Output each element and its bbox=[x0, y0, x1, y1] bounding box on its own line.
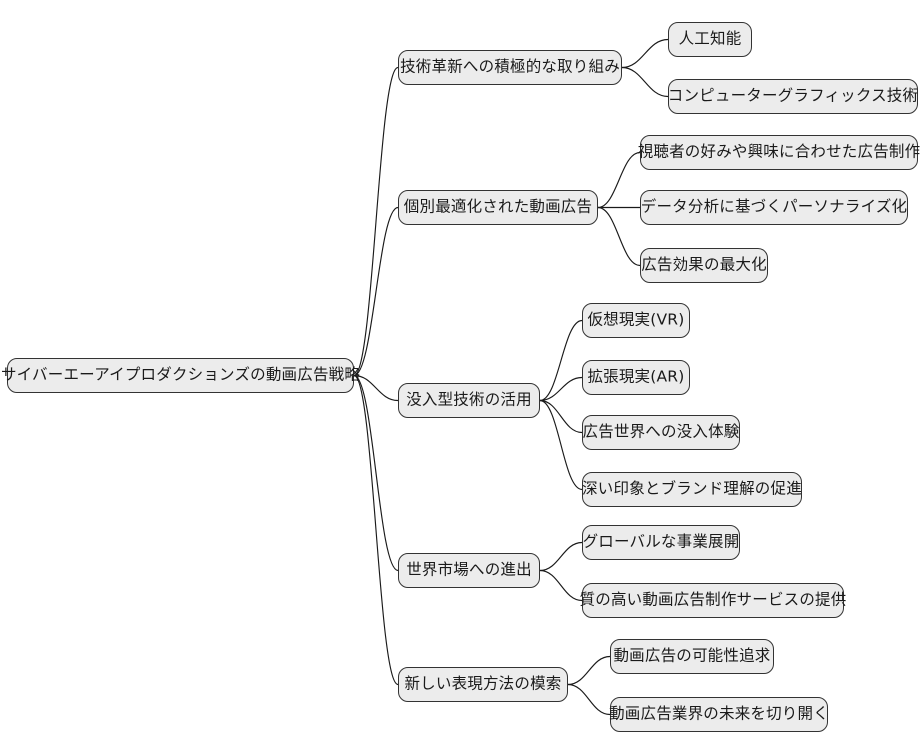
edge-root-to-branch-4 bbox=[353, 374, 399, 686]
branch-node-技術革新への積極的な取り組み[interactable]: 技術革新への積極的な取り組み bbox=[398, 50, 622, 85]
node-label: 動画広告業界の未来を切り開く bbox=[609, 704, 829, 723]
node-label: コンピューターグラフィックス技術 bbox=[667, 86, 919, 105]
node-label: サイバーエーアイプロダクションズの動画広告戦略 bbox=[0, 365, 361, 384]
node-label: 仮想現実(VR) bbox=[587, 310, 685, 329]
node-label: 深い印象とブランド理解の促進 bbox=[582, 479, 802, 498]
node-label: 視聴者の好みや興味に合わせた広告制作 bbox=[637, 142, 921, 161]
node-label: 質の高い動画広告制作サービスの提供 bbox=[579, 590, 847, 609]
node-label: 没入型技術の活用 bbox=[406, 390, 532, 409]
leaf-node-拡張現実ar[interactable]: 拡張現実(AR) bbox=[582, 360, 690, 395]
edge-branch-3-to-leaf-1 bbox=[539, 569, 583, 602]
node-label: 人工知能 bbox=[678, 29, 742, 48]
branch-node-新しい表現方法の模索[interactable]: 新しい表現方法の模索 bbox=[398, 667, 568, 702]
node-label: 広告効果の最大化 bbox=[641, 255, 767, 274]
edge-root-to-branch-1 bbox=[353, 206, 399, 377]
edge-branch-2-to-leaf-1 bbox=[539, 376, 583, 402]
leaf-node-動画広告の可能性追求[interactable]: 動画広告の可能性追求 bbox=[610, 639, 774, 674]
edge-root-to-branch-3 bbox=[353, 374, 399, 572]
leaf-node-グローバルな事業展開[interactable]: グローバルな事業展開 bbox=[582, 525, 740, 560]
branch-node-世界市場への進出[interactable]: 世界市場への進出 bbox=[398, 553, 540, 588]
branch-node-個別最適化された動画広告[interactable]: 個別最適化された動画広告 bbox=[398, 190, 598, 225]
node-label: 世界市場への進出 bbox=[406, 560, 532, 579]
edge-branch-4-to-leaf-0 bbox=[567, 655, 611, 686]
node-label: グローバルな事業展開 bbox=[582, 532, 740, 551]
leaf-node-人工知能[interactable]: 人工知能 bbox=[668, 22, 752, 57]
leaf-node-広告効果の最大化[interactable]: 広告効果の最大化 bbox=[640, 248, 768, 283]
edge-branch-2-to-leaf-2 bbox=[539, 399, 583, 434]
leaf-node-データ分析に基づくパーソナライズ化[interactable]: データ分析に基づくパーソナライズ化 bbox=[640, 190, 908, 225]
leaf-node-仮想現実vr[interactable]: 仮想現実(VR) bbox=[582, 303, 690, 338]
node-label: 技術革新への積極的な取り組み bbox=[400, 57, 620, 76]
node-label: 新しい表現方法の模索 bbox=[404, 674, 562, 693]
node-label: 動画広告の可能性追求 bbox=[613, 646, 771, 665]
leaf-node-視聴者の好みや興味に合わせた広告制作[interactable]: 視聴者の好みや興味に合わせた広告制作 bbox=[637, 135, 921, 170]
leaf-node-深い印象とブランド理解の促進[interactable]: 深い印象とブランド理解の促進 bbox=[582, 472, 802, 507]
edge-branch-0-to-leaf-1 bbox=[621, 66, 669, 98]
leaf-node-質の高い動画広告制作サービスの提供[interactable]: 質の高い動画広告制作サービスの提供 bbox=[579, 583, 847, 618]
edge-branch-4-to-leaf-1 bbox=[567, 683, 611, 716]
edge-branch-1-to-leaf-2 bbox=[597, 206, 641, 267]
node-label: 広告世界への没入体験 bbox=[582, 422, 740, 441]
branch-node-没入型技術の活用[interactable]: 没入型技術の活用 bbox=[398, 383, 540, 418]
mindmap-root-node[interactable]: サイバーエーアイプロダクションズの動画広告戦略 bbox=[1, 358, 360, 393]
leaf-node-コンピューターグラフィックス技術[interactable]: コンピューターグラフィックス技術 bbox=[668, 79, 918, 114]
edge-root-to-branch-2 bbox=[353, 374, 399, 402]
node-label: 個別最適化された動画広告 bbox=[403, 197, 593, 216]
edge-branch-3-to-leaf-0 bbox=[539, 541, 583, 572]
edge-branch-0-to-leaf-0 bbox=[621, 38, 669, 69]
edge-branch-2-to-leaf-3 bbox=[539, 399, 583, 491]
node-label: 拡張現実(AR) bbox=[587, 367, 685, 386]
leaf-node-広告世界への没入体験[interactable]: 広告世界への没入体験 bbox=[582, 415, 740, 450]
edge-branch-1-to-leaf-0 bbox=[597, 151, 641, 209]
node-label: データ分析に基づくパーソナライズ化 bbox=[640, 197, 908, 216]
leaf-node-動画広告業界の未来を切り開く[interactable]: 動画広告業界の未来を切り開く bbox=[609, 697, 829, 732]
edge-branch-2-to-leaf-0 bbox=[539, 319, 583, 402]
edge-root-to-branch-0 bbox=[353, 66, 399, 377]
